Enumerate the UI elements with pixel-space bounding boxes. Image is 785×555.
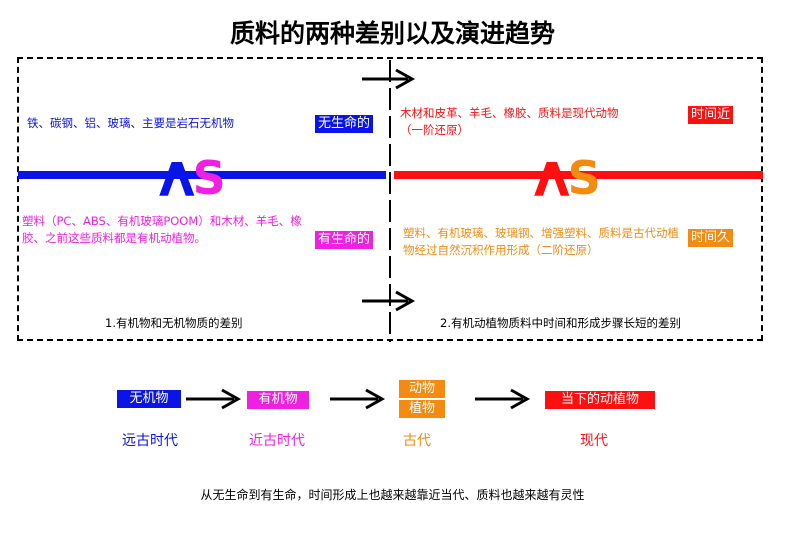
- stage-plant-box: 植物: [399, 400, 445, 418]
- stage-organic-box: 有机物: [247, 391, 309, 409]
- summary-footer: 从无生命到有生命，时间形成上也越来越靠近当代、质料也越来越有灵性: [200, 488, 585, 502]
- right-arrow-icon: [475, 388, 531, 410]
- right-arrow-icon: [330, 388, 386, 410]
- vs-label-right: VS: [534, 151, 601, 205]
- ancient-description: 塑料、有机玻璃、玻璃钢、增强塑料、质料是古代动植物经过自然沉积作用形成（二阶还原…: [403, 226, 679, 257]
- era-near-ancient: 近古时代: [249, 433, 305, 449]
- inorganic-organic-bar: [18, 171, 386, 179]
- inorganic-description: 铁、碳钢、铝、玻璃、主要是岩石无机物: [27, 116, 234, 130]
- organic-description: 塑料（PC、ABS、有机玻璃POOM）和木材、羊毛、橡胶、之前这些质料都是有机动…: [22, 214, 302, 245]
- modern-description: 木材和皮革、羊毛、橡胶、质料是现代动物 （一阶还原）: [400, 106, 619, 137]
- right-arrow-icon: [186, 388, 242, 410]
- era-remote-ancient: 远古时代: [122, 433, 178, 449]
- organic-tag: 有生命的: [315, 231, 374, 249]
- caption-right: 2.有机动植物质料中时间和形成步骤长短的差别: [440, 316, 681, 330]
- right-arrow-icon: [362, 68, 416, 90]
- stage-inorganic-box: 无机物: [117, 390, 181, 408]
- center-divider: [389, 60, 391, 342]
- page-title: 质料的两种差别以及演进趋势: [229, 19, 555, 48]
- modern-tag: 时间近: [688, 106, 734, 124]
- stage-animal-box: 动物: [399, 380, 445, 398]
- era-ancient: 古代: [403, 433, 431, 449]
- ancient-tag: 时间久: [688, 229, 734, 247]
- vs-label-left: VS: [159, 151, 226, 205]
- caption-left: 1.有机物和无机物质的差别: [105, 316, 243, 330]
- stage-current-box: 当下的动植物: [545, 391, 655, 409]
- time-bar: [394, 171, 763, 179]
- era-modern: 现代: [580, 433, 608, 449]
- right-arrow-icon: [362, 290, 416, 312]
- inorganic-tag: 无生命的: [315, 115, 374, 133]
